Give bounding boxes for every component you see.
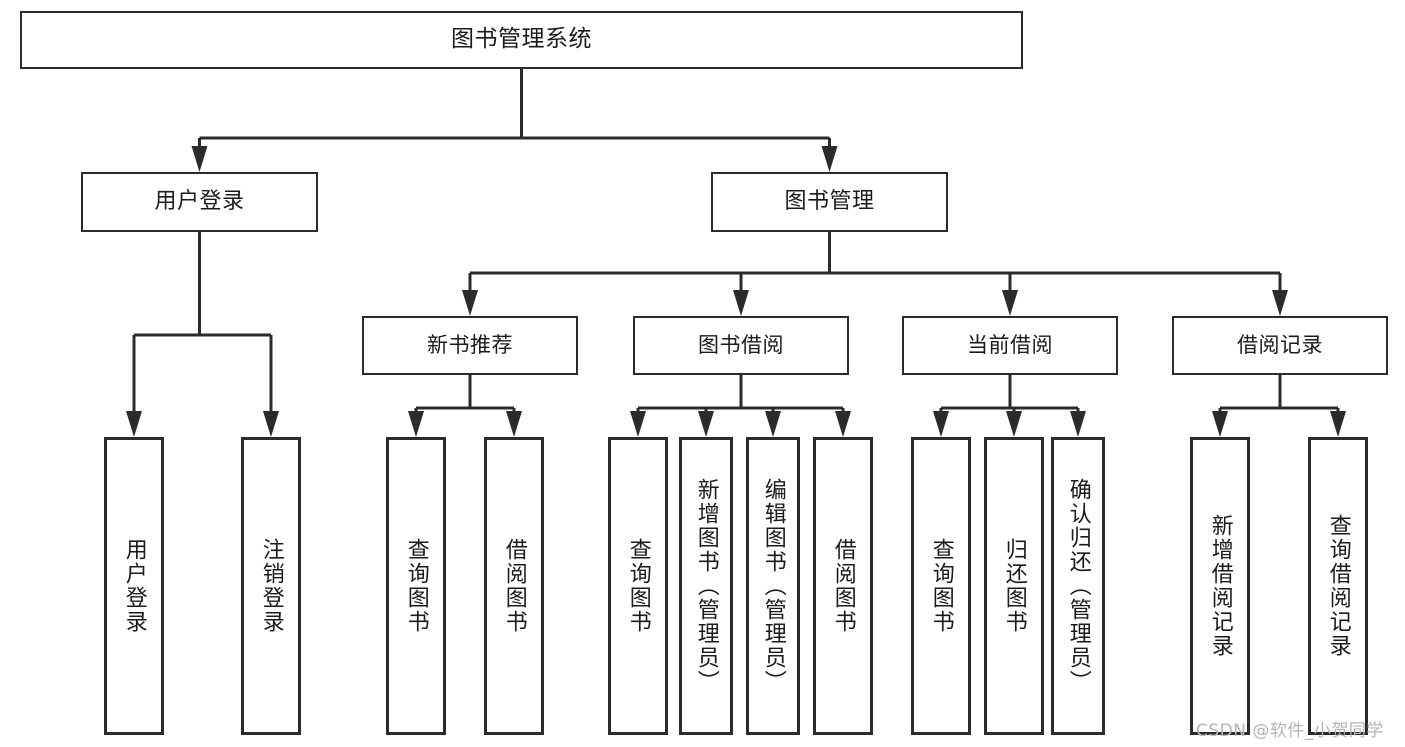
node-leaf-borrow-book-2[interactable]: 借阅图书: [813, 437, 873, 735]
node-user-login[interactable]: 用户登录: [81, 172, 318, 232]
node-label: 查询图书: [928, 538, 954, 634]
node-leaf-edit-book[interactable]: 编辑图书（管理员）: [746, 437, 800, 735]
node-label: 注销登录: [258, 538, 284, 634]
connector-arrowhead: [126, 411, 142, 437]
node-label: 用户登录: [154, 189, 245, 215]
csdn-watermark: CSDN @软件_小贺同学: [1196, 721, 1384, 741]
node-label: 借阅图书: [501, 538, 527, 634]
node-label: 编辑图书（管理员）: [760, 478, 786, 694]
node-root[interactable]: 图书管理系统: [20, 11, 1023, 69]
node-label: 归还图书: [1001, 538, 1027, 634]
connector-arrowhead: [1330, 411, 1346, 437]
connector-arrowhead: [191, 146, 208, 172]
node-leaf-add-book[interactable]: 新增图书（管理员）: [679, 437, 733, 735]
node-leaf-return-book[interactable]: 归还图书: [984, 437, 1044, 735]
connector-arrowhead: [630, 411, 646, 437]
node-leaf-query-book-2[interactable]: 查询图书: [608, 437, 668, 735]
node-leaf-borrow-book-1[interactable]: 借阅图书: [484, 437, 544, 735]
node-leaf-query-book-1[interactable]: 查询图书: [386, 437, 446, 735]
node-borrow-record[interactable]: 借阅记录: [1172, 316, 1388, 375]
connector-arrowhead: [698, 411, 714, 437]
node-leaf-user-login[interactable]: 用户登录: [104, 437, 164, 735]
connector-arrowhead: [462, 290, 478, 316]
node-label: 用户登录: [121, 538, 147, 634]
connector-arrowhead: [506, 411, 522, 437]
node-label: 当前借阅: [967, 333, 1053, 358]
node-label: 查询图书: [403, 538, 429, 634]
node-label: 借阅图书: [830, 538, 856, 634]
connector-arrowhead: [821, 146, 838, 172]
node-label: 图书借阅: [698, 333, 784, 358]
connector-arrowhead: [1070, 411, 1086, 437]
connector-arrowhead: [1272, 290, 1288, 316]
connector-arrowhead: [765, 411, 781, 437]
node-label: 查询借阅记录: [1325, 514, 1351, 658]
connector-arrowhead: [835, 411, 851, 437]
node-label: 图书管理系统: [451, 26, 592, 53]
connector-arrowhead: [1006, 411, 1022, 437]
node-label: 新书推荐: [427, 333, 513, 358]
node-label: 确认归还（管理员）: [1065, 478, 1091, 694]
node-new-book-rec[interactable]: 新书推荐: [362, 316, 578, 375]
node-label: 新增图书（管理员）: [693, 478, 719, 694]
node-label: 图书管理: [784, 189, 875, 215]
node-leaf-query-record[interactable]: 查询借阅记录: [1308, 437, 1368, 735]
node-leaf-user-logout[interactable]: 注销登录: [241, 437, 301, 735]
node-leaf-query-book-3[interactable]: 查询图书: [911, 437, 971, 735]
connector-arrowhead: [1002, 290, 1018, 316]
node-label: 新增借阅记录: [1207, 514, 1233, 658]
node-current-borrow[interactable]: 当前借阅: [902, 316, 1118, 375]
connector-arrowhead: [1212, 411, 1228, 437]
connector-arrowhead: [263, 411, 279, 437]
node-book-manage[interactable]: 图书管理: [711, 172, 948, 232]
node-leaf-confirm-return[interactable]: 确认归还（管理员）: [1051, 437, 1105, 735]
node-label: 借阅记录: [1237, 333, 1323, 358]
connector-arrowhead: [408, 411, 424, 437]
connector-arrowhead: [933, 411, 949, 437]
node-leaf-add-record[interactable]: 新增借阅记录: [1190, 437, 1250, 735]
node-book-borrow[interactable]: 图书借阅: [633, 316, 849, 375]
connector-arrowhead: [733, 290, 749, 316]
node-label: 查询图书: [625, 538, 651, 634]
